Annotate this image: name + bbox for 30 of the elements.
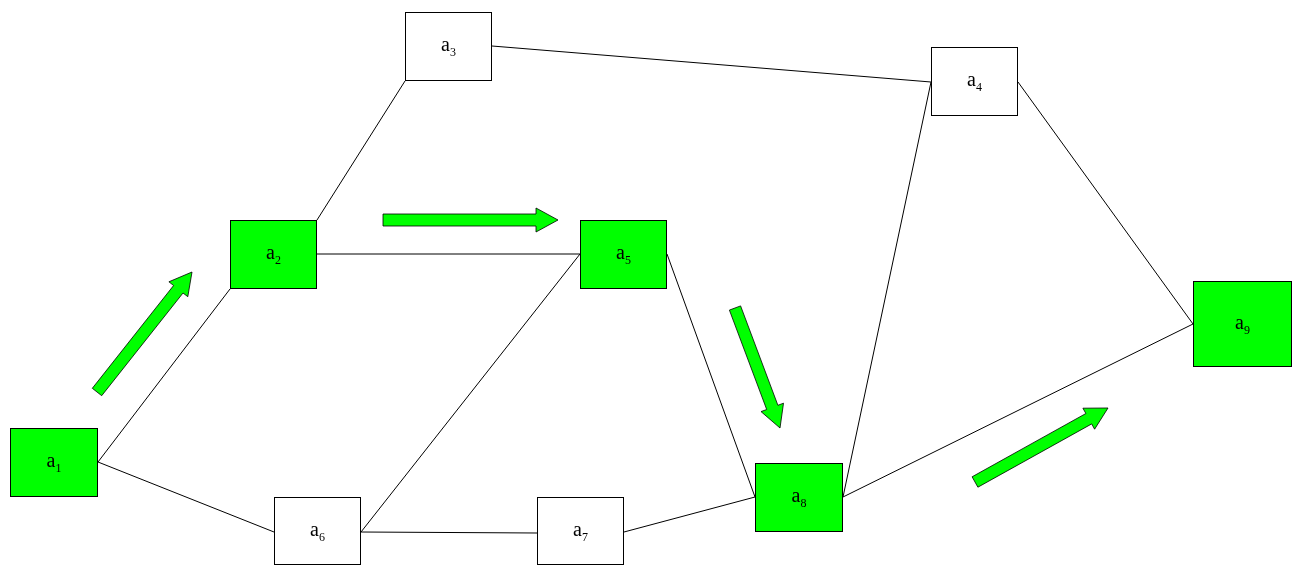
node-label: a$_{3}$ [441, 33, 456, 60]
connector-line [842, 323, 1194, 498]
node-label: a$_{6}$ [310, 517, 325, 545]
node-label: a$_{5}$ [616, 241, 631, 268]
node-box [537, 497, 624, 565]
connector-line [316, 253, 581, 255]
connector-line [1017, 81, 1194, 325]
connector-line [97, 461, 275, 533]
node-box [580, 220, 667, 289]
node-label: a$_{9}$ [1235, 310, 1250, 338]
node-box [10, 428, 98, 497]
node-label: a$_{4}$ [967, 68, 982, 95]
node-box [274, 497, 361, 565]
node-label: a$_{1}$ [46, 449, 62, 476]
node-box [230, 220, 317, 289]
connector-line [623, 496, 756, 533]
node-box [405, 12, 492, 81]
node-box [1193, 281, 1292, 367]
connector-line [491, 45, 932, 83]
connector-line [360, 531, 538, 534]
node-label: a$_{7}$ [573, 517, 588, 545]
connector-line [842, 81, 932, 498]
connector-line [666, 253, 756, 498]
connector-line [97, 288, 231, 463]
node-label: a$_{8}$ [791, 484, 807, 511]
node-box [931, 47, 1018, 116]
connector-line [316, 80, 406, 221]
node-box [755, 463, 843, 532]
node-label: a$_{2}$ [266, 241, 281, 268]
connector-line [360, 253, 581, 533]
